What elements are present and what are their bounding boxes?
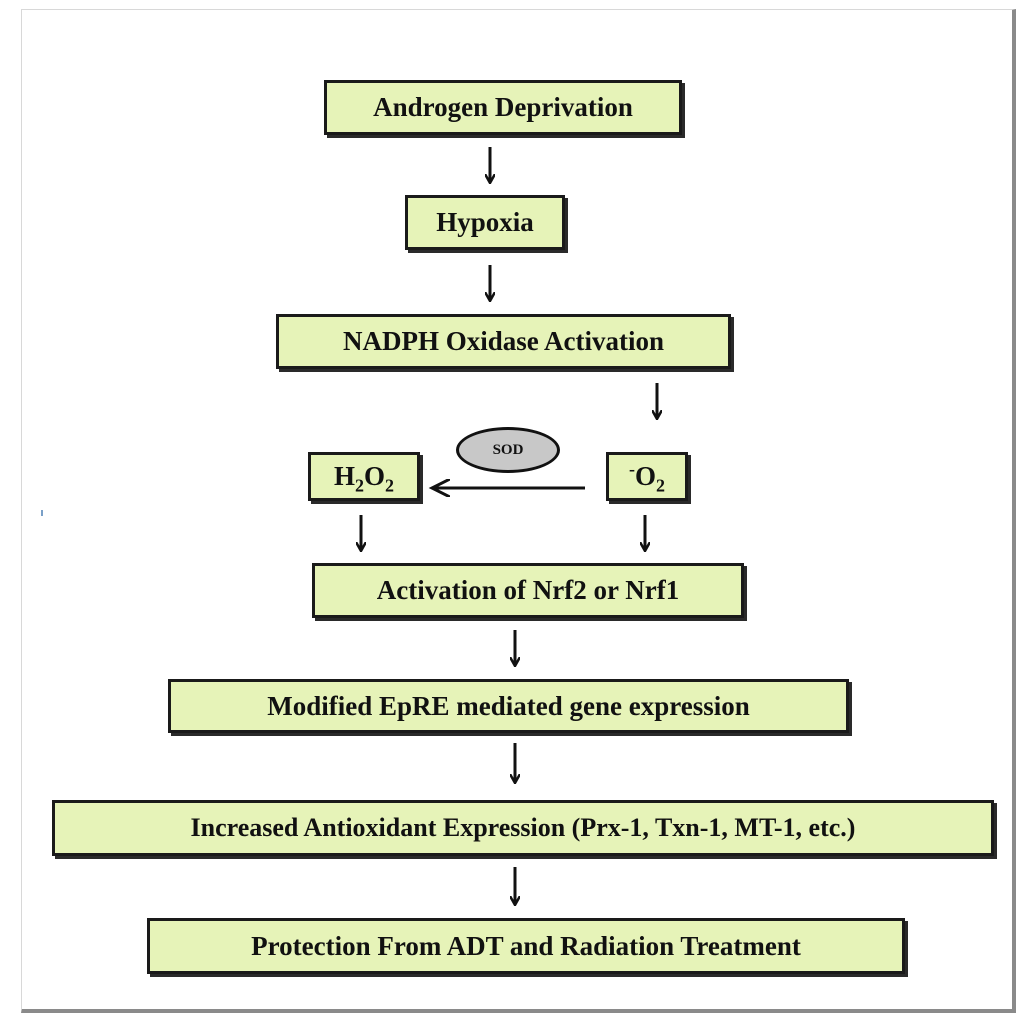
node-modified-epre-label: Modified EpRE mediated gene expression [267,690,750,721]
node-increased-antioxidant-label: Increased Antioxidant Expression (Prx-1,… [190,813,856,842]
node-androgen-deprivation-label: Androgen Deprivation [373,92,633,122]
node-h2o2-label: H2O2 [333,461,395,496]
node-superoxide: -O2 [606,452,688,501]
node-modified-epre-expression: Modified EpRE mediated gene expression [168,679,849,733]
sod-label: SOD [492,441,524,458]
node-h2o2: H2O2 [308,452,420,501]
node-nadph-oxidase-activation: NADPH Oxidase Activation [276,314,731,369]
sod-enzyme-oval: SOD [456,427,560,473]
node-protection-label: Protection From ADT and Radiation Treatm… [251,930,801,961]
node-activation-nrf-label: Activation of Nrf2 or Nrf1 [376,575,680,605]
node-increased-antioxidant-expression: Increased Antioxidant Expression (Prx-1,… [52,800,994,856]
node-hypoxia: Hypoxia [405,195,565,250]
node-activation-of-nrf: Activation of Nrf2 or Nrf1 [312,563,744,618]
node-nadph-oxidase-label: NADPH Oxidase Activation [343,326,664,356]
node-protection-from-adt: Protection From ADT and Radiation Treatm… [147,918,905,974]
node-hypoxia-label: Hypoxia [436,207,534,237]
node-androgen-deprivation: Androgen Deprivation [324,80,682,135]
stray-mark [41,510,43,516]
node-superoxide-label: -O2 [628,459,665,496]
